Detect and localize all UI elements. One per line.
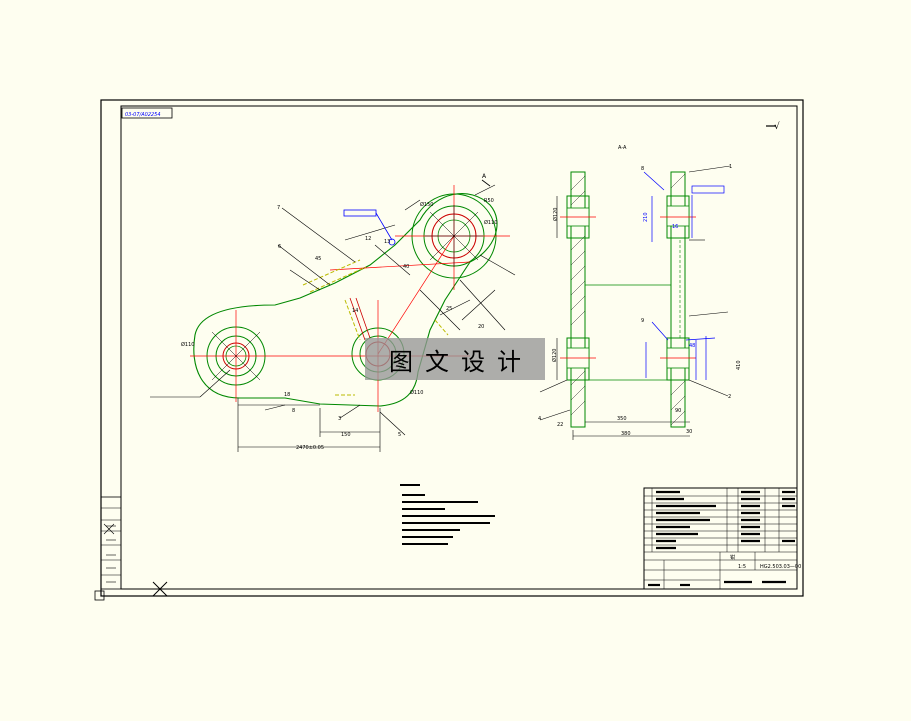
dim-18: 18 <box>284 392 290 398</box>
leader-1: 1 <box>729 164 732 170</box>
dim-380: 380 <box>621 431 631 437</box>
dim-phi150: Ø150 <box>420 201 433 208</box>
watermark-text: 图文设计 <box>389 347 533 376</box>
side-view-left: A-A Ø120 Ø120 <box>538 145 690 440</box>
side-view-right: 16 48 30 90 210 410 1 2 8 9 <box>641 164 742 435</box>
dim-12: 12 <box>365 236 371 242</box>
section-label: A-A <box>618 145 627 151</box>
dim-phi110-center: Ø110 <box>410 389 423 396</box>
leader-2: 2 <box>728 394 731 400</box>
dim-phi110-top: Ø110 <box>484 219 497 226</box>
dim-phi120-left-top: Ø120 <box>552 208 559 221</box>
dim-48: 48 <box>689 343 695 349</box>
sheet-frame <box>94 99 804 601</box>
drawing-code: 03-07/A02254 <box>125 112 161 118</box>
dim-r50: R50 <box>484 198 494 204</box>
title-scale: 1:5 <box>738 564 746 570</box>
dim-total: 2470±0.05 <box>296 445 324 451</box>
title-drawing-no: HG2.503.03—00 <box>760 564 801 570</box>
title-part-name: 钳 <box>730 554 735 561</box>
dim-210: 210 <box>643 212 649 222</box>
technical-requirements <box>400 484 495 545</box>
dim-16: 16 <box>672 224 678 230</box>
blue-leader <box>343 209 396 246</box>
dim-phi110-left: Ø110 <box>181 341 194 348</box>
finish-mark: √ <box>774 121 780 132</box>
dim-13: 13 <box>384 239 390 245</box>
dim-45: 45 <box>315 256 321 262</box>
dim-90: 90 <box>675 408 681 414</box>
leader-9: 9 <box>641 318 644 324</box>
surface-finish-symbol: √ <box>766 121 780 132</box>
dim-8: 8 <box>292 408 295 414</box>
leader-7: 7 <box>277 205 280 211</box>
dim-150: 150 <box>341 432 351 438</box>
dim-25: 25 <box>446 306 452 312</box>
leader-3: 3 <box>338 416 341 422</box>
view-arrow-label: A <box>482 173 487 180</box>
watermark-banner: 图文设计 <box>365 338 545 380</box>
leader-5: 5 <box>398 432 401 438</box>
dim-40: 40 <box>403 264 409 270</box>
view-arrow: A <box>481 173 491 187</box>
drawing-code-box: 03-07/A02254 <box>121 107 173 119</box>
leader-8: 8 <box>641 166 644 172</box>
dim-22: 22 <box>557 422 563 428</box>
dim-30: 30 <box>686 429 692 435</box>
dim-410: 410 <box>736 360 742 370</box>
leader-4: 4 <box>538 416 541 422</box>
title-block: 钳 1:5 HG2.503.03—00 <box>643 487 801 590</box>
dim-350: 350 <box>617 416 627 422</box>
dim-20: 20 <box>478 324 484 330</box>
front-view: A Ø150 Ø110 R50 Ø110 Ø110 40 45 12 13 14… <box>150 173 516 452</box>
dim-phi120-left-bottom: Ø120 <box>551 349 558 362</box>
dim-14: 14 <box>352 308 358 314</box>
leader-6: 6 <box>278 244 281 250</box>
